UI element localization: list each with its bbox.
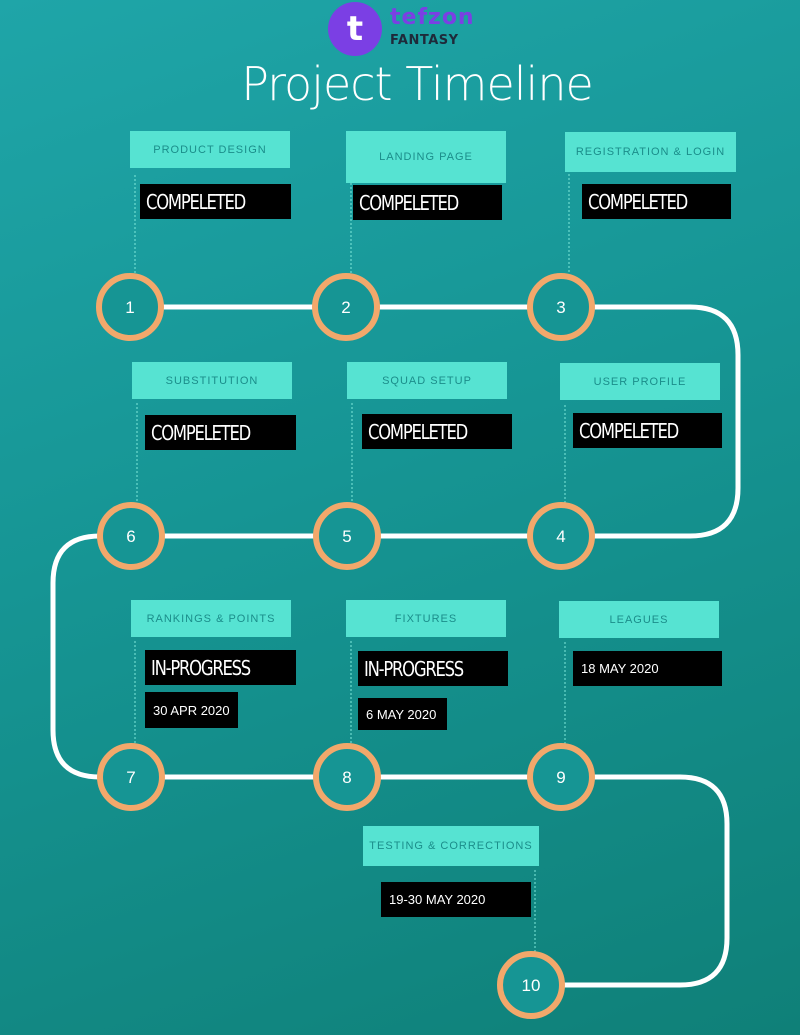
node-number: 4: [556, 527, 565, 546]
status-badge: COMPELETED: [145, 415, 296, 450]
date-badge: 30 APR 2020: [145, 692, 238, 728]
node-number: 2: [341, 298, 350, 317]
milestone-label: USER PROFILE: [560, 363, 720, 400]
milestone-label: FIXTURES: [346, 600, 506, 637]
node-ring: [96, 273, 164, 341]
status-badge: COMPELETED: [362, 414, 512, 449]
node-number: 8: [342, 768, 351, 787]
milestone-node-8: 8: [313, 743, 381, 811]
milestone-node-3: 3: [527, 273, 595, 341]
status-badge: IN-PROGRESS: [358, 651, 508, 686]
node-number: 7: [126, 768, 135, 787]
logo-badge: t: [328, 2, 382, 56]
node-ring: [312, 273, 380, 341]
date-badge: 6 MAY 2020: [358, 698, 447, 730]
status-badge: COMPELETED: [582, 184, 731, 219]
node-ring: [313, 502, 381, 570]
node-number: 3: [556, 298, 565, 317]
milestone-label: RANKINGS & POINTS: [131, 600, 291, 637]
logo-subtitle: FANTASY: [390, 33, 459, 48]
milestone-label: TESTING & CORRECTIONS: [363, 826, 539, 866]
node-number: 9: [556, 768, 565, 787]
timeline-path-line: [50, 304, 741, 988]
logo-name: tefzon: [390, 5, 475, 30]
milestone-node-7: 7: [97, 743, 165, 811]
node-number: 1: [125, 298, 134, 317]
date-badge: 19-30 MAY 2020: [381, 882, 531, 917]
milestone-node-2: 2: [312, 273, 380, 341]
node-ring: [313, 743, 381, 811]
node-number: 6: [126, 527, 135, 546]
connector-lines: [134, 174, 570, 954]
milestone-label: REGISTRATION & LOGIN: [565, 132, 736, 172]
node-number: 10: [522, 976, 541, 995]
date-badge: 18 MAY 2020: [573, 651, 722, 686]
milestone-label: SUBSTITUTION: [132, 362, 292, 399]
brand-logo: t tefzon FANTASY: [328, 2, 478, 56]
milestone-node-4: 4: [527, 502, 595, 570]
node-ring: [97, 502, 165, 570]
milestone-label: PRODUCT DESIGN: [130, 131, 290, 168]
node-ring: [97, 743, 165, 811]
milestone-label: LANDING PAGE: [346, 131, 506, 183]
node-ring: [527, 273, 595, 341]
node-ring: [497, 951, 565, 1019]
milestone-node-10: 10: [497, 951, 565, 1019]
status-badge: COMPELETED: [573, 413, 722, 448]
milestone-label: SQUAD SETUP: [347, 362, 507, 399]
node-ring: [527, 743, 595, 811]
page-title: Project Timeline: [241, 57, 594, 111]
node-ring: [527, 502, 595, 570]
milestone-node-1: 1: [96, 273, 164, 341]
status-badge: IN-PROGRESS: [145, 650, 296, 685]
status-badge: COMPELETED: [353, 185, 502, 220]
node-number: 5: [342, 527, 351, 546]
milestone-node-6: 6: [97, 502, 165, 570]
milestone-node-9: 9: [527, 743, 595, 811]
milestone-node-5: 5: [313, 502, 381, 570]
status-badge: COMPELETED: [140, 184, 291, 219]
milestone-label: LEAGUES: [559, 601, 719, 638]
